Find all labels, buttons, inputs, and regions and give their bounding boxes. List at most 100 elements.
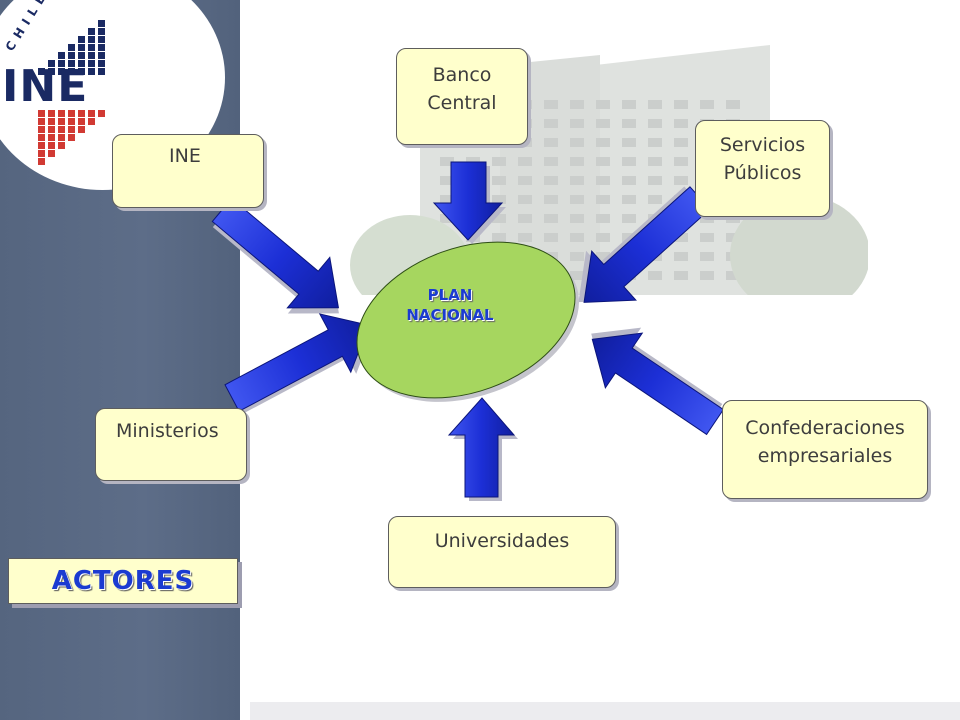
- building-window: [570, 233, 584, 242]
- building-window: [700, 271, 714, 280]
- building-window: [726, 252, 740, 261]
- actor-box-confederaciones: Confederaciones empresariales: [722, 400, 928, 499]
- building-window: [544, 119, 558, 128]
- building-window: [648, 100, 662, 109]
- actores-section-label: ACTORES: [8, 558, 238, 604]
- building-window: [518, 157, 532, 166]
- building-window: [492, 157, 506, 166]
- building-window: [648, 176, 662, 185]
- building-window: [596, 119, 610, 128]
- building-window: [570, 157, 584, 166]
- building-window: [674, 157, 688, 166]
- actor-box-banco-central: Banco Central: [396, 48, 528, 145]
- building-window: [700, 100, 714, 109]
- building-window: [648, 271, 662, 280]
- building-window: [492, 195, 506, 204]
- building-window: [544, 100, 558, 109]
- building-window: [674, 119, 688, 128]
- building-window: [570, 100, 584, 109]
- building-window: [440, 176, 454, 185]
- building-window: [570, 119, 584, 128]
- building-window: [518, 233, 532, 242]
- building-window: [622, 176, 636, 185]
- building-window: [674, 252, 688, 261]
- building-window: [622, 157, 636, 166]
- building-window: [570, 214, 584, 223]
- actor-box-servicios-publicos: Servicios Públicos: [695, 120, 830, 217]
- building-window: [440, 195, 454, 204]
- building-window: [726, 233, 740, 242]
- building-window: [570, 252, 584, 261]
- actor-label-line-1: Universidades: [434, 530, 570, 552]
- building-window: [544, 176, 558, 185]
- building-window: [440, 214, 454, 223]
- actor-label-line-1: Banco: [432, 64, 492, 86]
- building-window: [622, 195, 636, 204]
- building-window: [622, 100, 636, 109]
- building-window: [596, 233, 610, 242]
- building-window: [674, 138, 688, 147]
- hub-line-2: NACIONAL: [406, 306, 494, 324]
- building-window: [440, 233, 454, 242]
- building-window: [596, 176, 610, 185]
- actor-label-line-1: Servicios: [719, 134, 806, 156]
- building-window: [544, 157, 558, 166]
- building-window: [726, 271, 740, 280]
- building-window: [570, 138, 584, 147]
- building-window: [596, 138, 610, 147]
- building-window: [492, 176, 506, 185]
- building-window: [518, 214, 532, 223]
- arrow-servicios-to-plan: [578, 186, 711, 303]
- building-window: [700, 233, 714, 242]
- building-window: [544, 214, 558, 223]
- building-window: [674, 271, 688, 280]
- actor-label-line-1: INE: [169, 145, 201, 167]
- building-window: [648, 119, 662, 128]
- building-window: [518, 176, 532, 185]
- arrow-confederaciones-to-plan: [591, 327, 725, 436]
- building-window: [648, 195, 662, 204]
- building-window: [492, 233, 506, 242]
- arrow-banco-to-plan: [432, 161, 506, 244]
- hub-line-1: PLAN: [427, 286, 473, 304]
- building-window: [596, 214, 610, 223]
- building-window: [622, 214, 636, 223]
- building-window: [570, 271, 584, 280]
- actor-label-line-2: Públicos: [723, 162, 802, 184]
- building-window: [544, 195, 558, 204]
- building-window: [440, 157, 454, 166]
- building-window: [700, 214, 714, 223]
- building-window: [674, 176, 688, 185]
- building-window: [648, 138, 662, 147]
- actor-box-ine: INE: [112, 134, 264, 208]
- building-window: [518, 195, 532, 204]
- building-window: [674, 233, 688, 242]
- actor-label-line-2: empresariales: [757, 445, 893, 467]
- building-window: [544, 233, 558, 242]
- arrow-ine-to-plan: [211, 197, 340, 314]
- building-window: [674, 100, 688, 109]
- actor-label-line-1: Confederaciones: [745, 417, 905, 439]
- building-window: [622, 119, 636, 128]
- building-window: [570, 195, 584, 204]
- actor-box-ministerios: Ministerios: [95, 408, 247, 481]
- building-window: [700, 252, 714, 261]
- plan-nacional-label: PLAN NACIONAL: [370, 285, 530, 325]
- actor-label-line-1: Ministerios: [116, 420, 219, 442]
- arrow-universidades-to-plan: [447, 397, 518, 501]
- building-window: [544, 138, 558, 147]
- building-window: [596, 195, 610, 204]
- building-window: [726, 100, 740, 109]
- building-window: [596, 157, 610, 166]
- building-window: [596, 252, 610, 261]
- bottom-strip: [250, 702, 960, 720]
- plan-nacional-hub: [356, 241, 576, 399]
- actor-label-line-2: Central: [427, 92, 497, 114]
- building-window: [648, 157, 662, 166]
- building-window: [570, 176, 584, 185]
- building-window: [726, 214, 740, 223]
- building-window: [518, 138, 532, 147]
- building-window: [596, 100, 610, 109]
- actor-box-universidades: Universidades: [388, 516, 616, 588]
